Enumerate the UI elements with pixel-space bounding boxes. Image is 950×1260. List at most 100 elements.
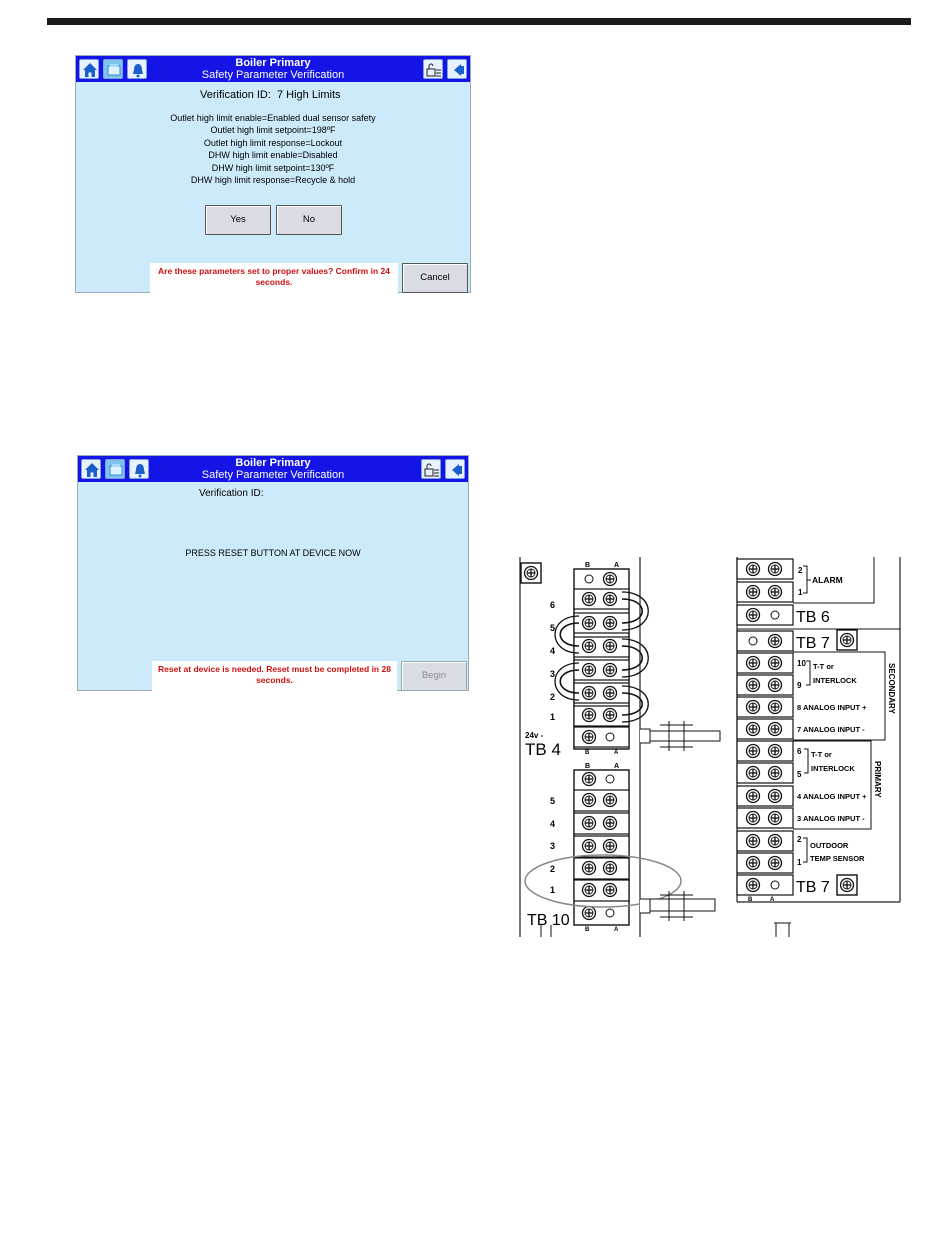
tb4-col-b: B xyxy=(585,562,590,569)
reset-instruction: PRESS RESET BUTTON AT DEVICE NOW xyxy=(185,548,361,558)
tt-num: 10 xyxy=(797,659,806,668)
outdoor-num: 1 xyxy=(797,858,802,867)
alarm-num: 1 xyxy=(798,588,803,597)
tt-num: 6 xyxy=(797,747,802,756)
tb4-col-b-bottom: B xyxy=(585,750,590,756)
tb10-block: B A 5 4 3 2 1 TB 10 B A xyxy=(524,763,682,937)
connector-tab xyxy=(640,721,721,751)
alarm-button[interactable] xyxy=(127,59,147,79)
bell-icon xyxy=(133,64,143,78)
tb4-block: B A xyxy=(525,562,649,759)
confirm-message: Are these parameters set to proper value… xyxy=(150,263,398,293)
analog7-label: 7 ANALOG INPUT - xyxy=(797,725,865,734)
login-button[interactable] xyxy=(421,459,441,479)
tb7-label: TB 7 xyxy=(796,635,830,652)
tb10-number: 2 xyxy=(550,864,555,874)
left-board: B A xyxy=(519,557,721,937)
tt-num: 5 xyxy=(797,770,802,779)
tb4-label: TB 4 xyxy=(525,740,561,759)
reset-message: Reset at device is needed. Reset must be… xyxy=(152,661,397,691)
tb10-col-b-bottom: B xyxy=(585,927,590,933)
back-button[interactable] xyxy=(447,59,467,79)
screen-header: Boiler Primary Safety Parameter Verifica… xyxy=(76,56,470,82)
tb4-number: 5 xyxy=(550,623,555,633)
outdoor-label: OUTDOOR xyxy=(810,841,849,850)
back-icon xyxy=(452,464,462,476)
outdoor-num: 2 xyxy=(797,835,802,844)
tb10-col-a: A xyxy=(614,763,619,770)
alarm-label: ALARM xyxy=(812,575,843,585)
tb4-number: 3 xyxy=(550,669,555,679)
param-line: Outlet high limit enable=Enabled dual se… xyxy=(170,113,376,123)
home-icon xyxy=(85,463,99,477)
tb4-col-a-bottom: A xyxy=(614,750,619,756)
verification-id: Verification ID: xyxy=(199,488,264,499)
tb10-number: 4 xyxy=(550,819,555,829)
param-line: DHW high limit setpoint=130ºF xyxy=(211,162,335,173)
lock-icon xyxy=(424,463,439,477)
device-button[interactable] xyxy=(105,459,125,479)
tb10-number: 5 xyxy=(550,796,555,806)
screen-title: Boiler Primary Safety Parameter Verifica… xyxy=(201,457,345,481)
primary-label: PRIMARY xyxy=(873,761,882,798)
param-line: DHW high limit enable=Disabled xyxy=(208,150,338,161)
no-button[interactable]: No xyxy=(276,205,342,235)
bell-icon xyxy=(135,464,145,478)
tb4-col-a: A xyxy=(614,562,619,569)
analog3-label: 3 ANALOG INPUT - xyxy=(797,814,865,823)
screen-title: Boiler Primary Safety Parameter Verifica… xyxy=(201,57,345,81)
alarm-num: 2 xyxy=(798,566,803,575)
tb4-number: 4 xyxy=(550,646,555,656)
tt-primary-label: T-T or xyxy=(811,750,832,759)
yes-button[interactable]: Yes xyxy=(205,205,271,235)
verification-screen-high-limits: Boiler Primary Safety Parameter Verifica… xyxy=(75,55,471,293)
outdoor-label-2: TEMP SENSOR xyxy=(810,854,865,863)
tb10-col-b: B xyxy=(585,763,590,770)
screen-header: Boiler Primary Safety Parameter Verifica… xyxy=(78,456,468,482)
param-line: Outlet high limit setpoint=198ºF xyxy=(210,125,336,136)
tb6-label: TB 6 xyxy=(796,609,830,626)
param-line: DHW high limit response=Recycle & hold xyxy=(190,175,356,186)
alarm-button[interactable] xyxy=(129,459,149,479)
verification-id: Verification ID: 7 High Limits xyxy=(200,89,341,101)
home-button[interactable] xyxy=(81,459,101,479)
tb4-number: 2 xyxy=(550,692,555,702)
device-button[interactable] xyxy=(103,59,123,79)
begin-button[interactable]: Begin xyxy=(401,661,467,691)
home-button[interactable] xyxy=(79,59,99,79)
page-top-rule xyxy=(47,18,911,25)
verification-screen-reset: Boiler Primary Safety Parameter Verifica… xyxy=(77,455,469,691)
device-icon xyxy=(107,64,121,76)
tb10-number: 1 xyxy=(550,885,555,895)
device-icon xyxy=(109,464,123,476)
analog8-label: 8 ANALOG INPUT + xyxy=(797,703,867,712)
tt-secondary-label-2: INTERLOCK xyxy=(813,676,857,685)
cancel-button[interactable]: Cancel xyxy=(402,263,468,293)
right-board: 2 1 ALARM TB 6 TB 7 10 9 T-T or xyxy=(736,557,901,937)
tb4-number: 6 xyxy=(550,600,555,610)
tb10-col-a-bottom: A xyxy=(614,927,619,933)
tt-num: 9 xyxy=(797,681,802,690)
highlight-ellipse xyxy=(524,854,682,908)
terminal-block-diagram: B A xyxy=(519,557,901,937)
right-col-b: B xyxy=(748,897,753,903)
param-line: Outlet high limit response=Lockout xyxy=(203,137,343,148)
tt-primary-label-2: INTERLOCK xyxy=(811,764,855,773)
secondary-label: SECONDARY xyxy=(887,663,896,714)
parameter-list: Outlet high limit enable=Enabled dual se… xyxy=(76,112,470,186)
tt-secondary-label: T-T or xyxy=(813,662,834,671)
analog4-label: 4 ANALOG INPUT + xyxy=(797,792,867,801)
connector-tab xyxy=(640,891,716,921)
verification-id-value: 7 High Limits xyxy=(276,89,341,101)
home-icon xyxy=(83,63,97,77)
right-col-a: A xyxy=(770,897,775,903)
voltage-label: 24v - xyxy=(525,731,544,740)
login-button[interactable] xyxy=(423,59,443,79)
tb10-label: TB 10 xyxy=(527,912,570,929)
back-button[interactable] xyxy=(445,459,465,479)
lock-icon xyxy=(426,63,441,77)
tb10-number: 3 xyxy=(550,841,555,851)
tb7-bottom-label: TB 7 xyxy=(796,879,830,896)
tb4-number: 1 xyxy=(550,712,555,722)
back-icon xyxy=(454,64,464,76)
